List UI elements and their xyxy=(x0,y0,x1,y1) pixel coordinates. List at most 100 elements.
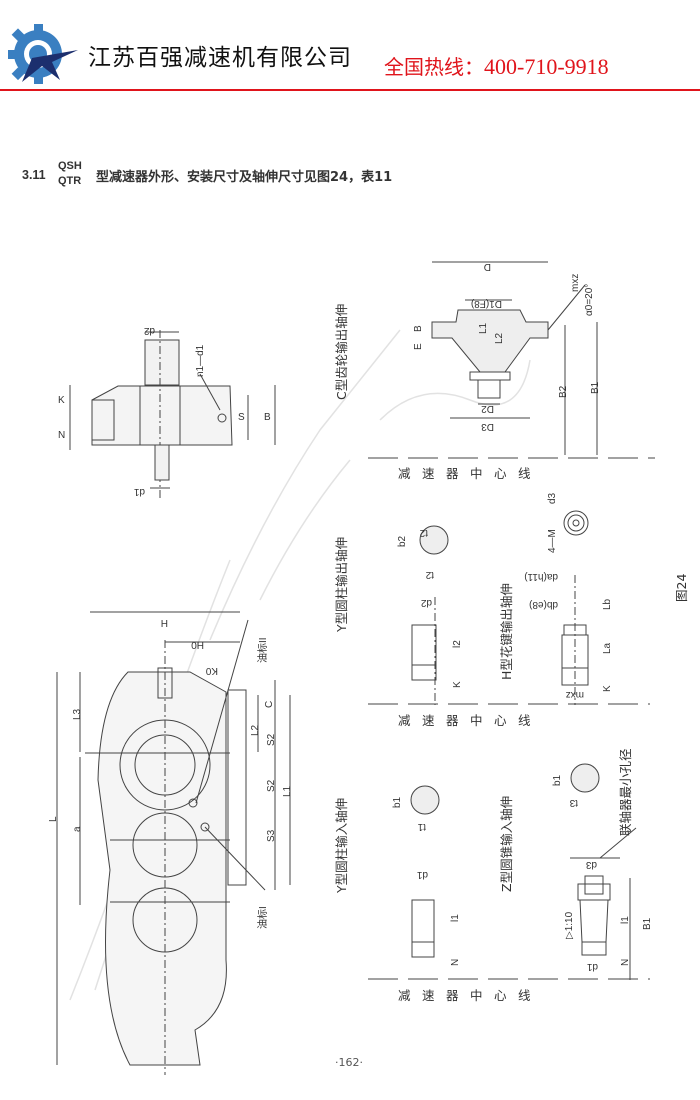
label-d1: d1 xyxy=(586,961,598,972)
char: 减 xyxy=(398,466,411,481)
label-d2: D2 xyxy=(481,403,494,414)
label-b1: b1 xyxy=(552,774,563,786)
char: 速 xyxy=(422,713,435,728)
label-h: H xyxy=(161,617,168,628)
model-qtr: QTR xyxy=(58,175,82,187)
label-oil-gauge-2: 油标II xyxy=(256,637,269,663)
label-d3: D3 xyxy=(481,421,494,432)
label-l2: l2 xyxy=(452,640,463,648)
char: 中 xyxy=(470,466,483,481)
char: 心 xyxy=(494,713,507,728)
y-output-and-h-spline-views xyxy=(411,510,589,705)
label-l: L xyxy=(48,816,59,822)
char: 减 xyxy=(398,988,411,1003)
label-n: N xyxy=(620,959,631,966)
label-b1: b1 xyxy=(392,796,403,808)
top-view-labels: d2 n1—d1 K N S B d1 xyxy=(58,325,271,497)
label-d3: d3 xyxy=(585,859,597,870)
y-input-and-z-cone-views xyxy=(410,763,637,980)
label-k: K xyxy=(58,395,65,406)
centerline-label-2: 减 速 器 中 心 线 xyxy=(398,713,531,728)
heading-z-cone-input: Z型圆锥输入轴伸 xyxy=(499,796,514,892)
char: 器 xyxy=(446,713,459,728)
label-n: N xyxy=(450,959,461,966)
label-a: a xyxy=(72,826,83,832)
label-k0: K0 xyxy=(205,665,218,676)
heading-c-gear-output: C型齿轮输出轴伸 xyxy=(334,304,349,400)
label-s3: S3 xyxy=(266,829,277,842)
hotline: 全国热线：400-710-9918 xyxy=(384,51,609,80)
label-l3: L3 xyxy=(72,708,83,720)
company-name: 江苏百强减速机有限公司 xyxy=(88,45,352,71)
label-d1: d1 xyxy=(416,869,428,880)
label-l1: l1 xyxy=(620,916,631,924)
label-n1d1: n1—d1 xyxy=(195,344,206,377)
heading-coupling-min-bore: 联轴器最小孔径 xyxy=(618,748,633,836)
label-k: K xyxy=(602,685,613,692)
label-t1: t1 xyxy=(417,821,426,832)
char: 速 xyxy=(422,466,435,481)
label-k: K xyxy=(452,681,463,688)
char: 器 xyxy=(446,988,459,1003)
c-gear-labels: D D1(F8) mxz α0=20° B E L1 L2 D2 D3 B2 B… xyxy=(413,261,601,432)
label-c: C xyxy=(264,701,275,708)
label-d1-f8: D1(F8) xyxy=(471,298,502,309)
label-l1: l1 xyxy=(450,914,461,922)
label-d2: d2 xyxy=(420,597,432,608)
c-gear-output-view xyxy=(431,261,598,455)
label-b: B xyxy=(413,325,424,332)
label-d3: d3 xyxy=(547,492,558,504)
centerlines xyxy=(368,457,655,980)
company-logo xyxy=(8,24,78,84)
page-number: ·162· xyxy=(335,1056,363,1069)
label-s2-lower: S2 xyxy=(266,779,277,792)
section-title: 型减速器外形、安装尺寸及轴伸尺寸见图24，表11 xyxy=(96,170,393,185)
label-b1-total: B1 xyxy=(642,917,653,930)
main-view-labels: H H0 K0 L3 L a C L2 S2 S2 L1 S3 油标II 油标I xyxy=(48,617,293,929)
label-l2: L2 xyxy=(494,332,505,344)
label-mxz: mxz xyxy=(566,689,584,700)
label-b2: b2 xyxy=(397,535,408,547)
char: 速 xyxy=(422,988,435,1003)
centerline-label-1: 减 速 器 中 心 线 xyxy=(398,466,531,481)
label-oil-gauge-1: 油标I xyxy=(256,906,269,929)
char: 中 xyxy=(470,713,483,728)
char: 器 xyxy=(446,466,459,481)
char: 中 xyxy=(470,988,483,1003)
label-h0: H0 xyxy=(191,639,204,650)
label-b2: B2 xyxy=(558,385,569,398)
view-headings: C型齿轮输出轴伸 Y型圆柱输出轴伸 Y型圆柱输入轴伸 H型花键输出轴伸 Z型圆锥… xyxy=(334,304,689,894)
label-b1: B1 xyxy=(590,381,601,394)
label-d1: d1 xyxy=(133,486,145,497)
char: 心 xyxy=(494,466,507,481)
label-b: B xyxy=(264,412,271,423)
label-lb: Lb xyxy=(602,598,613,610)
label-n: N xyxy=(58,430,65,441)
char: 减 xyxy=(398,713,411,728)
char: 心 xyxy=(494,988,507,1003)
model-qsh: QSH xyxy=(58,160,82,172)
figure-caption: 图24 xyxy=(674,574,689,602)
label-alpha: α0=20° xyxy=(584,284,595,316)
centerline-labels: 减 速 器 中 心 线 减 速 器 中 心 线 减 速 器 中 心 线 xyxy=(398,466,531,1003)
label-l2: L2 xyxy=(250,724,261,736)
label-mxz: mxz xyxy=(570,274,581,292)
top-view xyxy=(69,330,276,500)
label-d2: d2 xyxy=(143,325,155,336)
heading-y-cyl-input: Y型圆柱输入轴伸 xyxy=(334,798,349,894)
label-e: E xyxy=(413,343,424,350)
char: 线 xyxy=(518,988,531,1003)
centerline-label-3: 减 速 器 中 心 线 xyxy=(398,988,531,1003)
char: 线 xyxy=(518,466,531,481)
label-4m: 4—M xyxy=(547,529,558,553)
label-t2: t2 xyxy=(419,527,428,538)
label-l1: L1 xyxy=(478,322,489,334)
label-taper: ▷1:10 xyxy=(564,911,575,939)
label-da: da(h11) xyxy=(524,571,558,582)
label-d: D xyxy=(484,261,491,272)
label-l1: L1 xyxy=(282,785,293,797)
label-c2: t2 xyxy=(425,569,434,580)
section-models: QSH QTR xyxy=(58,159,82,189)
main-housing-view xyxy=(56,611,291,1075)
